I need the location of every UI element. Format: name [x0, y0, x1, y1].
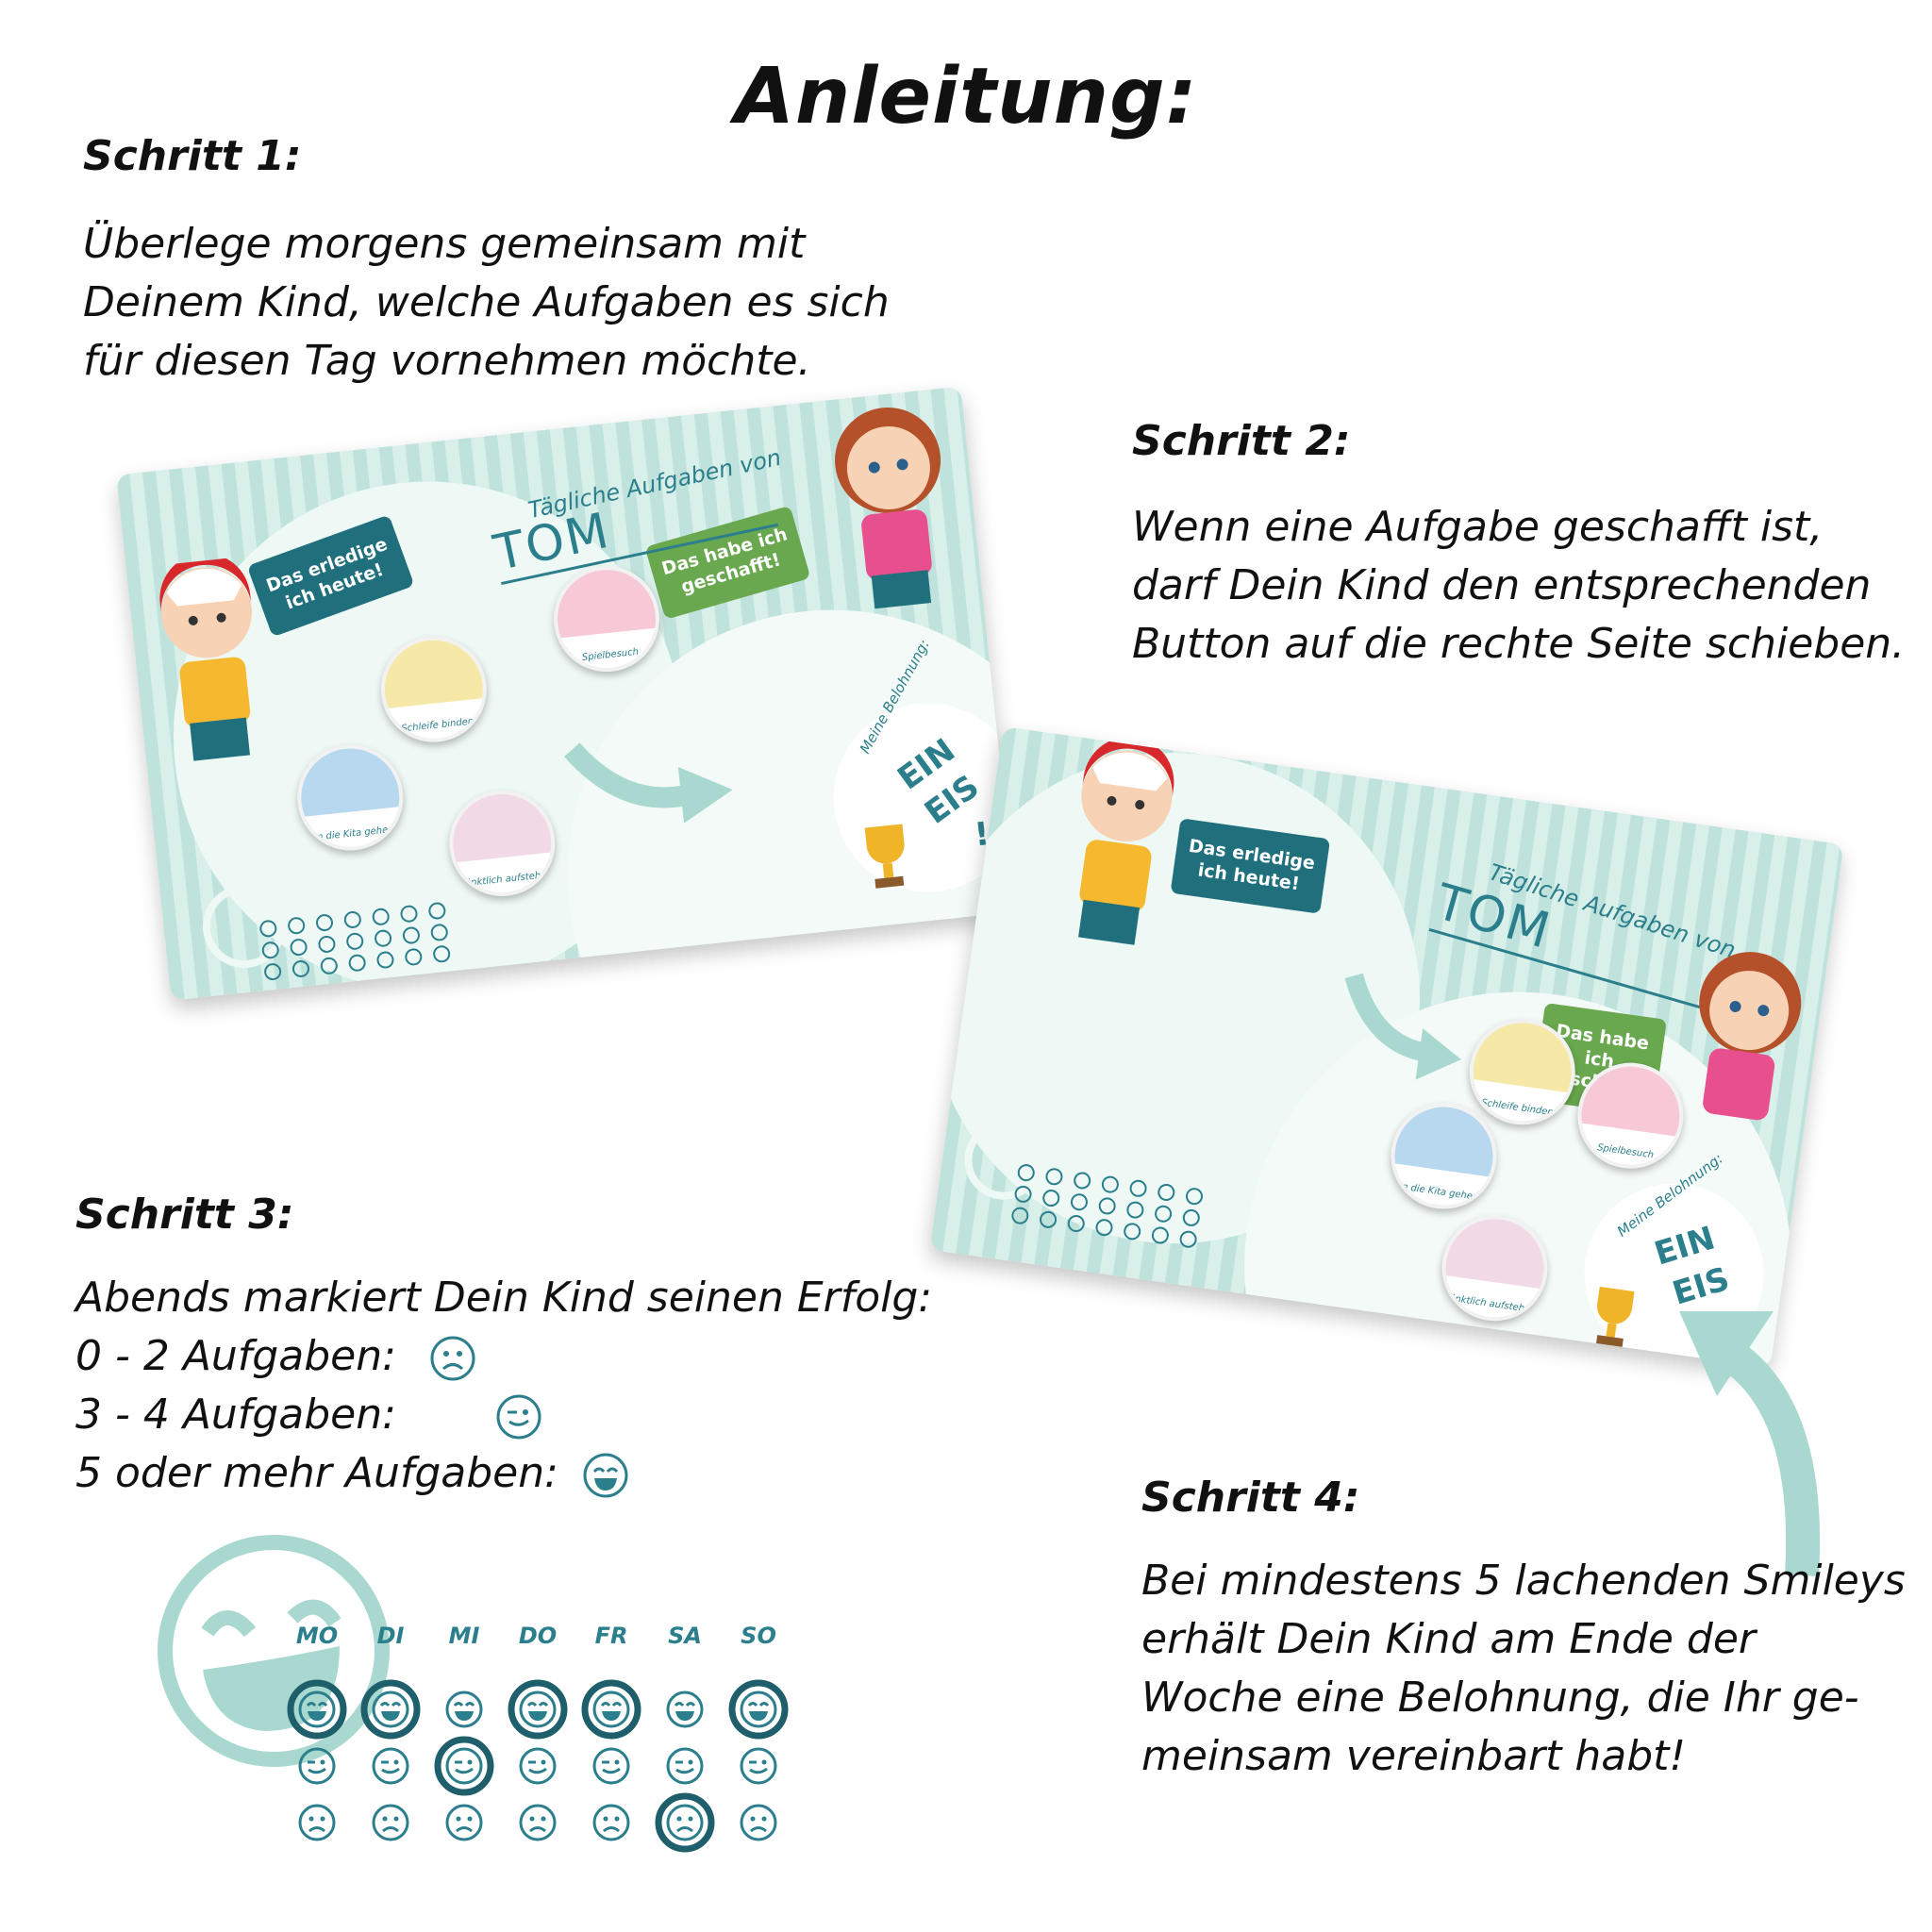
wink-face-icon[interactable]: [587, 1741, 636, 1790]
step4-text: Bei mindestens 5 lachenden Smileys erhäl…: [1141, 1552, 1906, 1786]
step3-text: Abends markiert Dein Kind seinen Erfolg:…: [75, 1269, 932, 1503]
legend-row: 3 - 4 Aufgaben:: [75, 1386, 932, 1444]
sad-face-icon[interactable]: [655, 1792, 715, 1853]
sad-face-icon[interactable]: [440, 1798, 489, 1847]
step2-text: Wenn eine Aufgabe geschafft ist, darf De…: [1132, 498, 1905, 674]
wink-face-icon[interactable]: [292, 1741, 341, 1790]
step4-line: erhält Dein Kind am Ende der: [1141, 1615, 1756, 1663]
week-tracker: MO DI MI DO FR SA SO: [151, 1528, 830, 1887]
step1-title: Schritt 1:: [83, 132, 302, 180]
boy-illustration: [159, 554, 252, 761]
day-label-mo: MO: [295, 1623, 339, 1649]
sad-face-icon[interactable]: [292, 1798, 341, 1847]
step1-line: Deinem Kind, welche Aufgaben es sich: [83, 278, 890, 326]
step2-line: darf Dein Kind den entsprechenden: [1132, 561, 1872, 609]
day-label-do: DO: [518, 1623, 558, 1649]
boy-illustration: [1078, 737, 1174, 945]
arrow-right-icon: [564, 742, 733, 824]
wink-face-icon[interactable]: [434, 1736, 494, 1796]
laugh-face-icon[interactable]: [287, 1679, 347, 1740]
sad-face-icon[interactable]: [734, 1798, 783, 1847]
arrow-right-icon: [1344, 973, 1461, 1080]
laugh-face-icon[interactable]: [581, 1679, 641, 1740]
reward-circle: Meine Belohnung: EIN EIS: [1573, 1150, 1775, 1368]
step3-line: Abends markiert Dein Kind seinen Erfolg:: [75, 1274, 933, 1322]
sad-face-icon[interactable]: [366, 1798, 415, 1847]
laugh-face-icon[interactable]: [440, 1685, 489, 1734]
wink-face-icon[interactable]: [366, 1741, 415, 1790]
laugh-face-icon[interactable]: [508, 1679, 568, 1740]
wink-face-icon[interactable]: [734, 1741, 783, 1790]
step4-line: Woche eine Belohnung, die Ihr ge-: [1141, 1674, 1859, 1722]
laugh-face-icon[interactable]: [728, 1679, 789, 1740]
laugh-face-icon[interactable]: [360, 1679, 421, 1740]
legend-row: 5 oder mehr Aufgaben:: [75, 1444, 932, 1503]
step2-line: Wenn eine Aufgabe geschafft ist,: [1132, 503, 1824, 551]
day-label-so: SO: [741, 1623, 776, 1649]
girl-illustration: [1699, 952, 1802, 1121]
trophy-icon: [864, 824, 905, 889]
day-label-mi: MI: [448, 1623, 480, 1649]
sad-face-icon[interactable]: [513, 1798, 562, 1847]
step1-text: Überlege morgens gemeinsam mit Deinem Ki…: [83, 215, 890, 391]
step1-line: für diesen Tag vornehmen möchte.: [83, 337, 811, 385]
laugh-face-icon: [583, 1453, 628, 1498]
trophy-icon: [1595, 1286, 1635, 1348]
arrow-up-icon: [1679, 1311, 1821, 1577]
step4-line: Bei mindestens 5 lachenden Smileys: [1141, 1557, 1906, 1605]
wink-face-icon[interactable]: [513, 1741, 562, 1790]
mini-tracker: [202, 885, 451, 981]
step1-line: Überlege morgens gemeinsam mit: [83, 220, 806, 268]
step4-title: Schritt 4:: [1141, 1474, 1360, 1522]
reward-circle: Meine Belohnung: EIN EIS !: [824, 637, 1016, 902]
day-label-di: DI: [376, 1623, 405, 1649]
day-label-sa: SA: [668, 1623, 702, 1649]
mini-tracker: [964, 1120, 1204, 1248]
sad-face-icon: [430, 1336, 475, 1381]
girl-illustration: [835, 407, 941, 609]
step3-title: Schritt 3:: [75, 1191, 294, 1239]
wink-face-icon: [496, 1394, 541, 1440]
page-title: Anleitung:: [734, 52, 1198, 142]
laugh-face-icon[interactable]: [660, 1685, 709, 1734]
step2-title: Schritt 2:: [1132, 417, 1351, 465]
task-board-before: Das erledige ich heute! Das habe ich ges…: [116, 386, 1016, 1001]
wink-face-icon[interactable]: [660, 1741, 709, 1790]
day-label-fr: FR: [594, 1623, 628, 1649]
task-board-after: Das erledige ich heute! Das habe ich ges…: [929, 726, 1844, 1368]
legend-row: 0 - 2 Aufgaben:: [75, 1327, 932, 1386]
sad-face-icon[interactable]: [587, 1798, 636, 1847]
laugh-face-icon: [158, 1535, 390, 1767]
step2-line: Button auf die rechte Seite schieben.: [1132, 620, 1906, 668]
step4-line: meinsam vereinbart habt!: [1141, 1732, 1687, 1780]
